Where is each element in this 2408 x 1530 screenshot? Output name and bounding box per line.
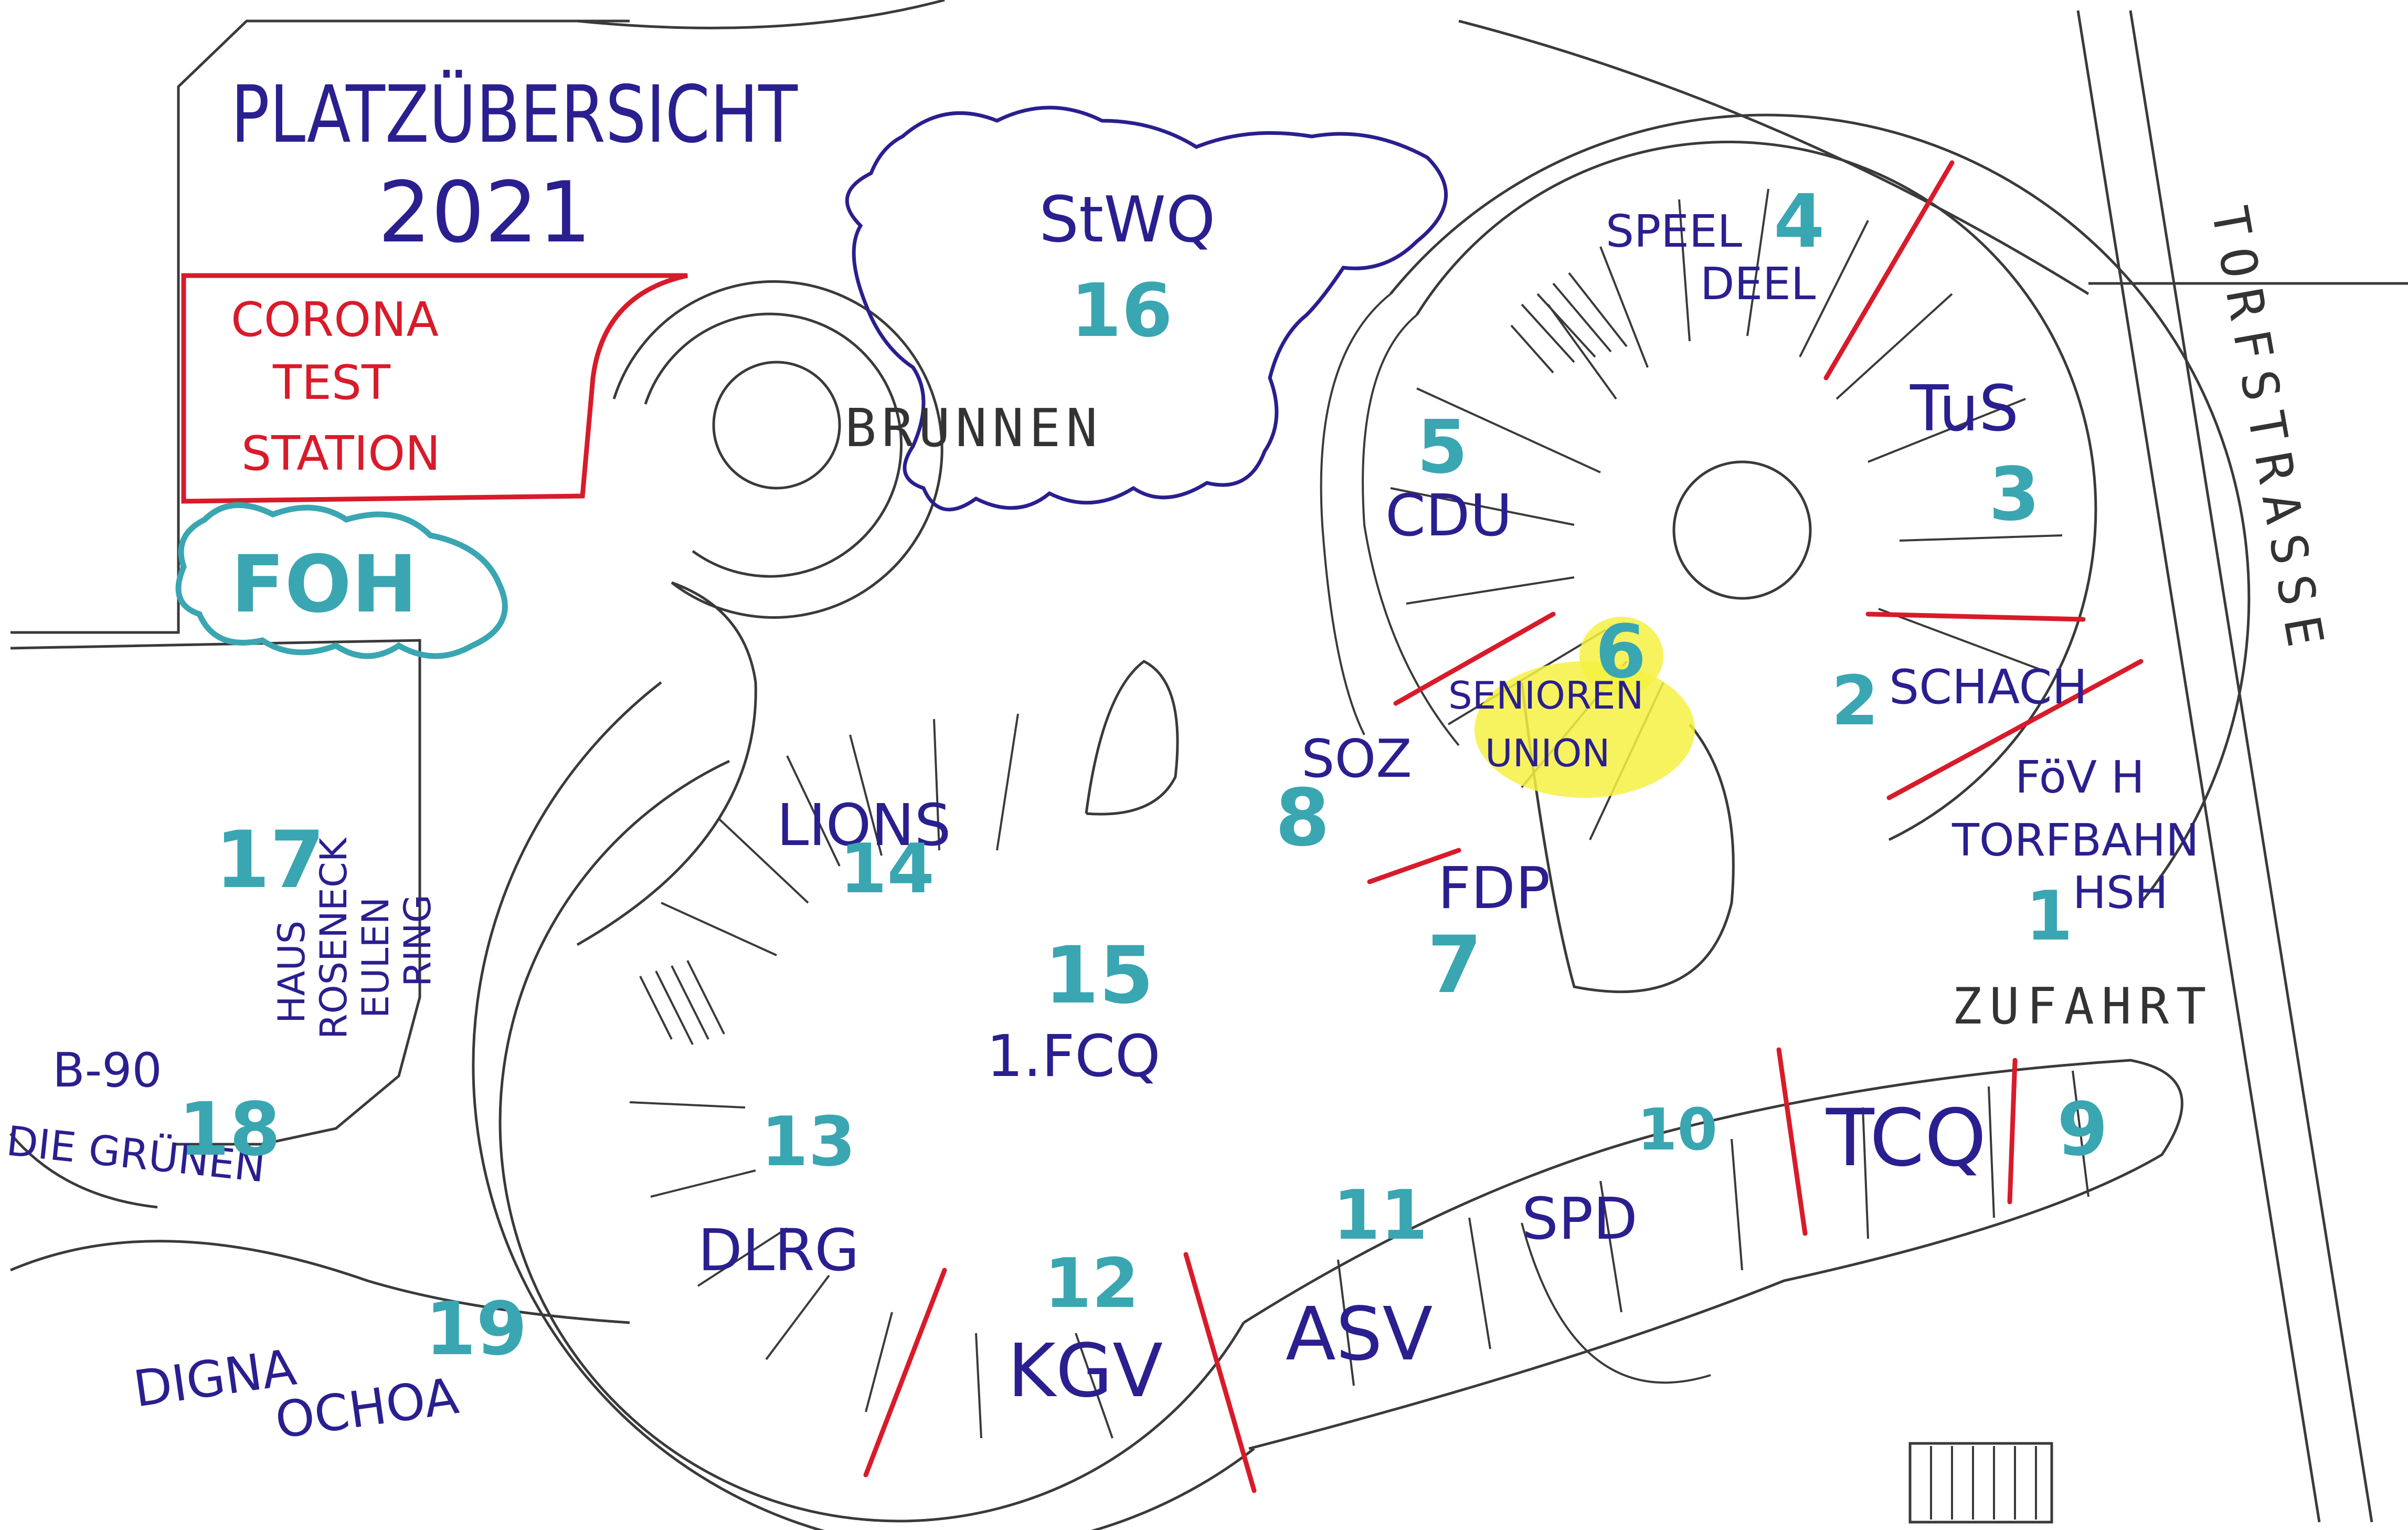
stand-4-name-line2: DEEL [1700,258,1816,310]
hatched-area-left [639,960,725,1045]
stand-9-number: 9 [2057,1087,2108,1173]
stand-15-name: 1.FCQ [986,1022,1161,1090]
base-plan [9,0,2408,1530]
stand-15-number: 15 [1044,930,1154,1021]
corona-line3: STATION [241,426,440,481]
stand-5-name: CDU [1385,482,1512,549]
stand-10-name: TCQ [1826,1093,1987,1184]
stand-3-name: TuS [1910,373,2019,446]
stand-4-name-line1: SPEEL [1606,206,1742,258]
stand-18-number: 18 [178,1087,281,1173]
stand-1-number: 1 [2025,876,2073,956]
map-title: PLATZÜBERSICHT [231,69,798,161]
stand-12-name: KGV [1007,1328,1163,1414]
stand-names: FöV H TORFBAHN HSH SCHACH TuS SPEEL DEEL… [4,184,2199,1450]
stand-13-name: DLRG [698,1217,860,1284]
stand-16-spd-name: SPD [1522,1185,1638,1252]
hatched-area-right [1510,272,1628,374]
stand-19-number: 19 [425,1286,527,1372]
stand-11-name: ASV [1286,1292,1433,1377]
stand-1-name-line2: TORFBAHN [1951,815,2199,867]
fountain [576,280,943,946]
grate [1908,1442,2053,1524]
stand-6-name-line2: UNION [1485,731,1610,775]
stand-16-stwq-number: 16 [1070,268,1173,354]
corona-line2: TEST [272,355,391,410]
stand-3-number: 3 [1989,452,2040,537]
stand-2-number: 2 [1831,661,1879,741]
stand-11-number: 11 [1333,1175,1428,1255]
stand-8-name: SOZ [1301,728,1412,789]
stand-19-name-line2: OCHOA [272,1367,462,1450]
corona-line1: CORONA [231,292,439,347]
corona-test-station: CORONA TEST STATION [181,273,688,504]
highlight-number-6 [1579,617,1663,695]
stand-numbers: 1 2 3 4 5 6 7 8 9 10 16 11 12 13 14 15 1… [178,179,2108,1372]
stand-2-name: SCHACH [1889,660,2087,715]
stand-4-number: 4 [1774,179,1824,265]
stand-5-number: 5 [1417,405,1468,490]
stand-8-number: 8 [1275,773,1330,864]
highlight-senioren-union [1474,661,1695,798]
stand-6-number: 6 [1595,609,1646,695]
stand-17-name-line4: RING [396,894,439,987]
stand-14-name: LIONS [777,792,951,859]
stand-1-name-line3: HSH [2073,867,2168,919]
stand-16-stwq-name: StWQ [1039,184,1215,257]
red-markers [863,160,2144,1493]
stand-12-number: 12 [1044,1243,1139,1323]
stwq-area [845,105,1448,512]
stand-17-number: 17 [215,815,325,906]
stand-17-name-line1: HAUS [270,921,313,1023]
fountain-label: BRUNNEN [845,397,1102,459]
access-label: ZUFAHRT [1952,978,2213,1036]
stand-17-name-line3: EULEN [354,897,397,1018]
right-plaza [1320,113,2251,994]
stand-17-name-line2: ROSENECK [312,837,355,1039]
stand-13-number: 13 [761,1102,856,1181]
stand-7-name: FDP [1438,854,1550,922]
stand-1-name-line1: FöV H [2015,752,2145,804]
stand-18-name-line1: B-90 [52,1043,162,1098]
foh-area: FOH [175,502,508,659]
lower-plaza [472,660,1255,1530]
stand-7-number: 7 [1427,920,1482,1011]
stand-6-name-line1: SENIOREN [1448,673,1643,717]
foh-label: FOH [231,539,418,630]
map-year: 2021 [378,163,591,261]
stand-10-number: 10 [1637,1096,1717,1163]
stand-14-number: 14 [840,829,935,909]
